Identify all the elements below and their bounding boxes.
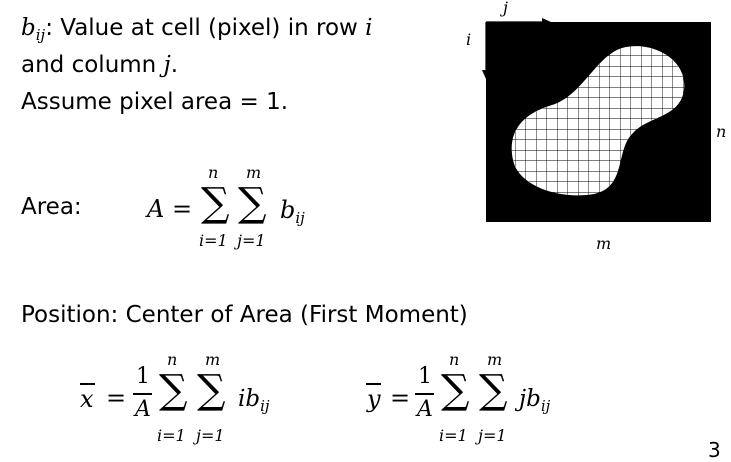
intro-line-2-text: and column: [21, 52, 164, 78]
b-symbol: b: [21, 15, 36, 41]
ybar-term-sub: ij: [540, 397, 551, 415]
label-n: n: [716, 122, 727, 141]
label-m: m: [596, 234, 612, 253]
area-lhs: A =: [147, 195, 193, 223]
area-term-sub: ij: [295, 209, 305, 227]
intro-line-2-end: .: [170, 52, 179, 78]
xbar-lower-j: j=1: [196, 426, 225, 445]
axis-j-label: j: [503, 0, 508, 17]
row-variable: i: [365, 15, 373, 41]
xbar-sum-inner: ∑: [197, 367, 226, 413]
area-upper-m: m: [246, 163, 262, 182]
ybar-lower-i: i=1: [439, 426, 468, 445]
intro-line-3: Assume pixel area = 1.: [21, 89, 289, 115]
xbar-equals: =: [106, 384, 127, 412]
ybar-term-jb: jb: [519, 386, 541, 412]
ybar-overline: [366, 383, 381, 385]
ybar-lhs: y: [367, 385, 381, 413]
ybar-lower-j: j=1: [478, 426, 507, 445]
intro-line-2: and column j.: [21, 54, 178, 77]
xbar-upper-m: m: [205, 350, 221, 369]
ybar-numerator: 1: [418, 364, 432, 389]
ybar-denominator: A: [417, 397, 433, 422]
binary-image-figure: [482, 18, 711, 222]
ybar-sum-outer: ∑: [441, 367, 470, 413]
ybar-term: jbij: [519, 388, 550, 414]
xbar-denominator: A: [135, 397, 151, 422]
ybar-upper-n: n: [449, 350, 460, 369]
area-label: Area:: [21, 194, 82, 220]
axis-j-arrow: [486, 18, 551, 26]
ybar-fraction-bar: [415, 393, 434, 395]
xbar-sum-outer: ∑: [159, 367, 188, 413]
ybar-sum-inner: ∑: [479, 367, 508, 413]
xbar-overline: [80, 383, 95, 385]
xbar-term-ib: ib: [238, 386, 261, 412]
intro-line-1-text: : Value at cell (pixel) in row: [45, 15, 366, 41]
xbar-numerator: 1: [136, 364, 150, 389]
b-subscript: ij: [35, 26, 46, 44]
intro-line-1: bij: Value at cell (pixel) in row i: [21, 17, 373, 43]
ybar-upper-m: m: [487, 350, 503, 369]
area-term: bij: [280, 198, 305, 226]
area-upper-n: n: [208, 163, 219, 182]
xbar-term-sub: ij: [260, 397, 270, 415]
area-sum-inner: ∑: [238, 180, 267, 226]
area-lower-i: i=1: [199, 231, 228, 250]
ybar-equals: =: [390, 384, 411, 412]
xbar-lhs: x: [80, 385, 94, 413]
xbar-upper-n: n: [167, 350, 178, 369]
area-term-b: b: [280, 196, 296, 224]
xbar-lower-i: i=1: [157, 426, 186, 445]
xbar-fraction-bar: [133, 393, 152, 395]
page-number: 3: [708, 438, 721, 462]
xbar-term: ibij: [238, 388, 270, 414]
position-heading: Position: Center of Area (First Moment): [21, 302, 468, 328]
column-variable: j: [163, 52, 171, 78]
area-lower-j: j=1: [237, 231, 266, 250]
axis-i-arrow: [482, 22, 490, 79]
area-sum-outer: ∑: [201, 180, 230, 226]
axis-i-label: i: [466, 30, 472, 49]
